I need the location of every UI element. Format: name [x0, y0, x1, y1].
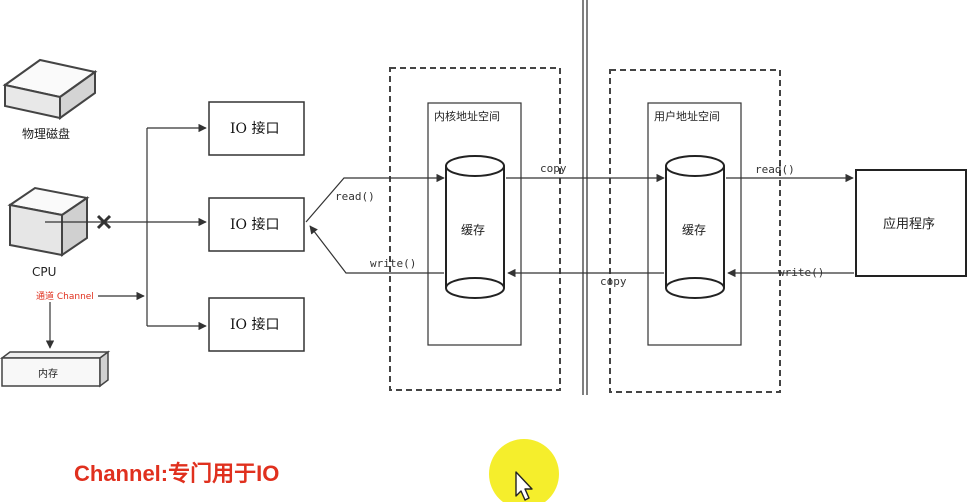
cursor-icon — [515, 471, 533, 501]
read-label-right: read() — [755, 163, 795, 176]
io-interface-label: IO 接口 — [230, 316, 279, 333]
user-buffer-label: 缓存 — [682, 223, 706, 237]
copy-label-top: copy — [540, 162, 567, 175]
kernel-buffer-label: 缓存 — [461, 223, 485, 237]
application-box — [855, 169, 967, 277]
channel-caption: Channel:专门用于IO — [74, 461, 280, 486]
io-interface-label: IO 接口 — [230, 120, 279, 137]
io-bus — [146, 123, 207, 331]
write-arrow-kernel-to-io — [309, 225, 444, 274]
user-buffer-cylinder — [665, 155, 725, 299]
user-space-label: 用户地址空间 — [654, 109, 720, 123]
read-arrow-io-to-kernel — [305, 173, 445, 223]
write-label-left: write() — [370, 257, 416, 270]
read-label-left: read() — [335, 190, 375, 203]
memory-icon — [0, 350, 111, 388]
io-interface-box — [208, 297, 305, 352]
kernel-space-dashed-frame — [389, 67, 561, 391]
cursor-highlight — [489, 439, 559, 502]
disk-label: 物理磁盘 — [22, 126, 70, 141]
io-interface-box — [208, 197, 305, 252]
kernel-space-label: 内核地址空间 — [434, 109, 500, 123]
kernel-buffer-cylinder — [445, 155, 505, 299]
memory-label: 内存 — [38, 367, 58, 380]
cpu-label: CPU — [32, 265, 56, 279]
space-divider — [582, 0, 588, 395]
write-label-right: write() — [778, 266, 824, 279]
copy-label-bottom: copy — [600, 275, 627, 288]
cpu-icon — [7, 186, 90, 257]
physical-disk-icon — [2, 58, 98, 120]
blocked-x-icon — [96, 214, 112, 230]
user-space-dashed-frame — [609, 69, 781, 393]
io-interface-box — [208, 101, 305, 156]
io-interface-label: IO 接口 — [230, 216, 279, 233]
application-label: 应用程序 — [883, 216, 935, 232]
channel-label: 通道 Channel — [36, 290, 94, 302]
